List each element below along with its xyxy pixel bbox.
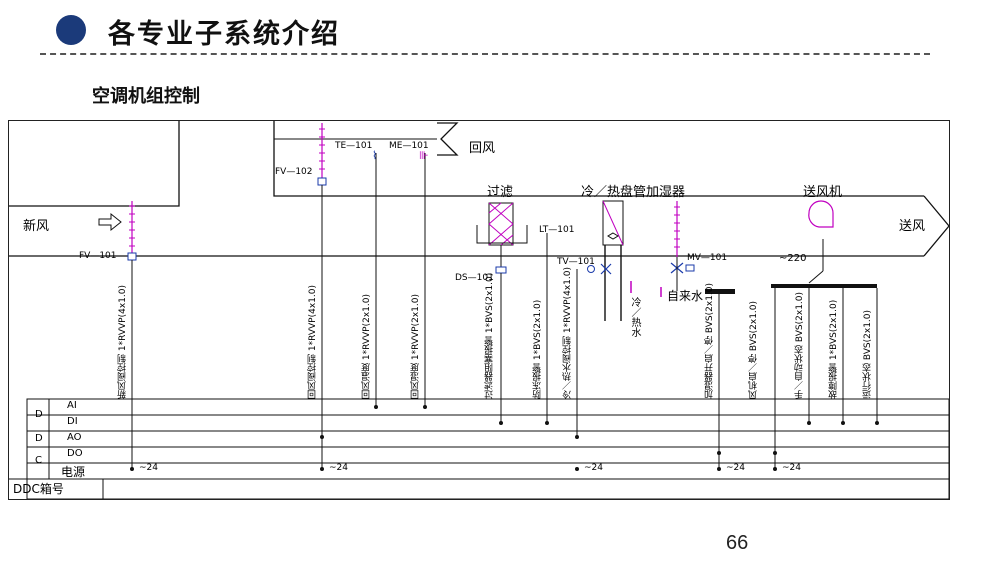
page-number: 66 bbox=[726, 532, 749, 554]
power-220-label: ~220 bbox=[779, 253, 807, 264]
duct-top-right-edge bbox=[273, 121, 924, 197]
signal-label: 过滤器阻塞报警 1*BVS(2x1.0) bbox=[485, 272, 495, 399]
te101-tag: TE—101 bbox=[335, 141, 373, 151]
return-arrow-tail bbox=[437, 122, 459, 156]
ddc-side-d1: D bbox=[35, 409, 43, 420]
fv102-damper bbox=[317, 123, 327, 186]
coil-humidifier-label: 冷／热盘管加湿器 bbox=[581, 185, 686, 200]
supply-fan-icon bbox=[771, 200, 878, 469]
signal-label: 冷／热水阀控制 1*RVVP(4x1.0) bbox=[563, 267, 573, 399]
signal-label: 回风湿度 1*RVVP(2x1.0) bbox=[411, 294, 421, 399]
fresh-air-arrow-icon bbox=[98, 212, 122, 232]
supply-air-label: 送风 bbox=[899, 219, 926, 234]
ddc-row-di: DI bbox=[67, 416, 78, 427]
tv101-tag: TV—101 bbox=[557, 257, 595, 267]
power-tag: ~24 bbox=[782, 463, 801, 473]
signal-label: 故障报警 1*BVS(2x1.0) bbox=[829, 299, 839, 399]
humidifier-element bbox=[660, 201, 735, 469]
signal-label: 新风阀控制 1*RVVP(4x1.0) bbox=[118, 285, 128, 399]
ddc-row-power: 电源 bbox=[61, 465, 86, 479]
lt101-tag: LT—101 bbox=[539, 225, 575, 235]
title-divider bbox=[40, 53, 930, 55]
coil-element bbox=[576, 200, 632, 439]
fv101-damper bbox=[127, 201, 137, 261]
ddc-side-c: C bbox=[35, 455, 42, 466]
title-bullet bbox=[56, 15, 86, 45]
tap-water-label: 自来水 bbox=[667, 289, 704, 303]
diagram-frame: ⌇ ⊪ bbox=[8, 120, 950, 500]
fan-label: 送风机 bbox=[803, 185, 843, 200]
signal-label: 手／自动状态 BVS(2x1.0) bbox=[795, 291, 805, 399]
ds101-tag: DS—101 bbox=[455, 273, 494, 283]
fv101-tag: FV—101 bbox=[79, 251, 117, 261]
ddc-side-d2: D bbox=[35, 433, 43, 444]
return-air-label: 回风 bbox=[469, 141, 496, 156]
section-subtitle: 空调机组控制 bbox=[92, 86, 200, 107]
ahu-control-diagram: ⌇ ⊪ bbox=[9, 121, 950, 500]
signal-label: 回风温度 1*RVVP(2x1.0) bbox=[362, 294, 372, 399]
fv102-tag: FV—102 bbox=[275, 167, 313, 177]
ddc-table bbox=[9, 398, 950, 500]
signal-label: 防冻报警 1*BVS(2x1.0) bbox=[533, 299, 543, 399]
signal-label: 加湿器开启／停 BVS(2x1.0) bbox=[705, 282, 715, 399]
ddc-row-do: DO bbox=[67, 448, 83, 459]
te101-symbol: ⌇ bbox=[372, 149, 377, 162]
signal-label: 回风阀控制 1*RVVP(4x1.0) bbox=[308, 285, 318, 399]
fresh-air-label: 新风 bbox=[23, 219, 50, 234]
page-title: 各专业子系统介绍 bbox=[108, 19, 340, 50]
ddc-box-label: DDC箱号 bbox=[13, 482, 64, 496]
power-tag: ~24 bbox=[584, 463, 603, 473]
power-tag: ~24 bbox=[726, 463, 745, 473]
mv101-tag: MV—101 bbox=[687, 253, 728, 263]
duct-top-left-edge bbox=[9, 121, 180, 207]
ddc-row-ai: AI bbox=[67, 400, 77, 411]
ddc-junction-dots bbox=[130, 405, 879, 471]
filter-label: 过滤 bbox=[487, 185, 514, 200]
signal-label: 风机启／停 BVS(2x1.0) bbox=[749, 300, 759, 399]
ddc-row-ao: AO bbox=[67, 432, 82, 443]
chilled-hot-water-label: 冷／热水 bbox=[629, 297, 640, 337]
power-tag: ~24 bbox=[329, 463, 348, 473]
filter-element bbox=[476, 202, 528, 274]
power-tag: ~24 bbox=[139, 463, 158, 473]
me101-symbol: ⊪ bbox=[419, 149, 429, 162]
supply-arrow-head bbox=[923, 195, 950, 257]
signal-label: 运行状态 BVS(2x1.0) bbox=[863, 309, 873, 399]
me101-tag: ME—101 bbox=[389, 141, 429, 151]
